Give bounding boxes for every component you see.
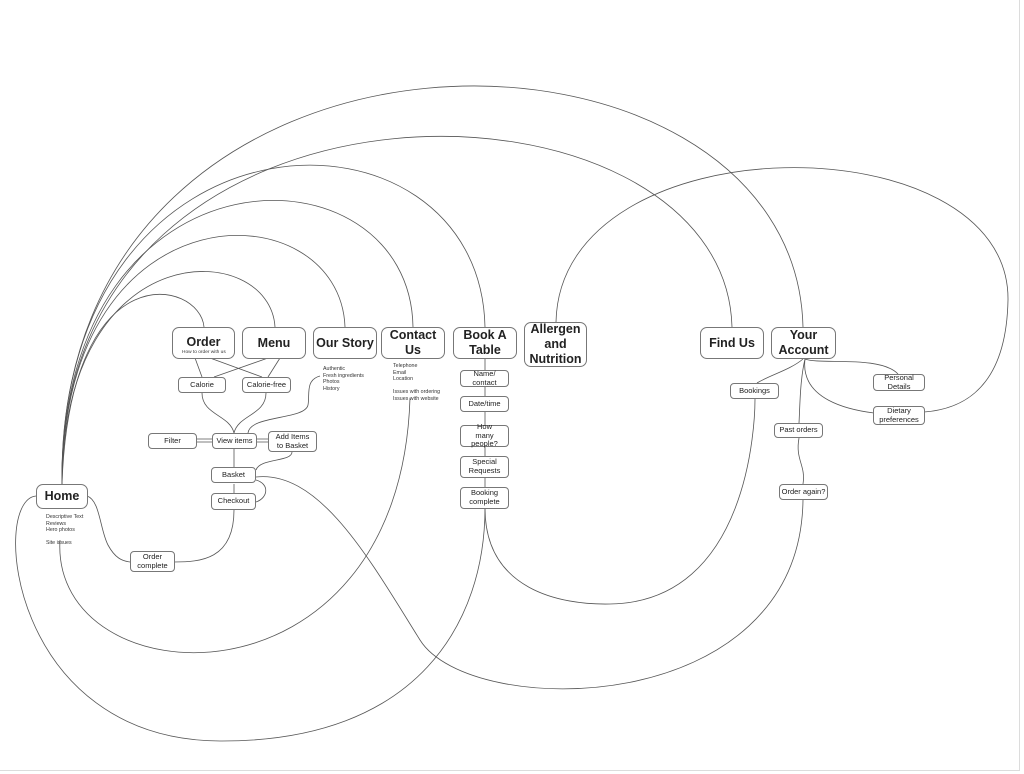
- node-book-a-table: Book A Table: [453, 327, 517, 359]
- home-notes: Descriptive Text Reviews Hero photos Sit…: [46, 514, 84, 547]
- node-calorie: Calorie: [178, 377, 226, 393]
- node-allergen-nutrition: Allergen and Nutrition: [524, 322, 587, 367]
- edge-account-bookings: [756, 358, 804, 384]
- edge-checkout-order-complete: [173, 509, 235, 563]
- node-your-account: Your Account: [771, 327, 836, 359]
- node-add-items-to-basket: Add Items to Basket: [268, 431, 317, 452]
- edge-home-booking-loop: [15, 495, 486, 742]
- node-order: Order: [172, 327, 235, 359]
- our-story-notes: Authentic Fresh ingredients Photos Histo…: [323, 366, 364, 392]
- node-basket: Basket: [211, 467, 256, 483]
- node-calorie-free: Calorie-free: [242, 377, 291, 393]
- node-special-requests: Special Requests: [460, 456, 509, 478]
- node-order-subtext: How to order with us: [182, 350, 226, 355]
- edge-account-past-orders: [798, 358, 806, 424]
- edge-order-calorie-free: [209, 357, 263, 378]
- node-menu: Menu: [242, 327, 306, 359]
- edge-menu-calorie: [213, 357, 269, 378]
- node-contact-us: Contact Us: [381, 327, 445, 359]
- edge-account-personal: [804, 358, 899, 375]
- node-past-orders: Past orders: [774, 423, 823, 438]
- edge-story-view: [247, 375, 321, 434]
- edge-home-menu: [61, 271, 276, 485]
- edge-account-dietary: [804, 358, 875, 414]
- edge-menu-calorie-free: [267, 357, 281, 378]
- edge-add-basket: [255, 451, 293, 471]
- edge-home-find-us: [61, 135, 733, 485]
- node-booking-complete: Booking complete: [460, 487, 509, 509]
- edge-basket-your-account: [255, 476, 804, 690]
- node-dietary-preferences: Dietary preferences: [873, 406, 925, 425]
- edge-booking-bookings: [484, 398, 756, 605]
- edge-allergen-dietary: [555, 167, 1009, 413]
- edge-calorie-free-view: [233, 392, 267, 434]
- edge-order-calorie: [194, 357, 203, 378]
- edge-home-order-complete: [86, 495, 131, 563]
- node-how-many-people: How many people?: [460, 422, 509, 448]
- node-filter: Filter: [148, 433, 197, 449]
- node-checkout: Checkout: [211, 493, 256, 510]
- node-bookings: Bookings: [730, 383, 779, 399]
- edge-home-book-table: [61, 164, 486, 485]
- edge-home-order: [61, 293, 205, 485]
- edge-filter-view: [197, 438, 212, 443]
- node-order-again: Order again?: [779, 484, 828, 500]
- node-our-story: Our Story: [313, 327, 377, 359]
- node-find-us: Find Us: [700, 327, 764, 359]
- contact-us-notes: Telephone Email Location Issues with ord…: [393, 363, 441, 403]
- node-date-time: Date/time: [460, 396, 509, 412]
- node-home: Home: [36, 484, 88, 509]
- node-view-items: View items: [212, 433, 257, 449]
- node-order-label: Order: [186, 335, 221, 349]
- edge-view-add: [257, 438, 269, 443]
- edge-home-our-story: [61, 235, 346, 485]
- edge-home-your-account: [61, 85, 804, 485]
- node-personal-details: Personal Details: [873, 373, 925, 391]
- edge-past-orders-order-again: [797, 437, 804, 485]
- node-order-complete: Order complete: [130, 551, 175, 572]
- edge-calorie-view: [201, 392, 235, 434]
- edge-basket-checkout-loop: [255, 479, 267, 503]
- node-name-contact: Name/ contact: [460, 369, 509, 387]
- edge-home-contact-loop: [59, 397, 411, 653]
